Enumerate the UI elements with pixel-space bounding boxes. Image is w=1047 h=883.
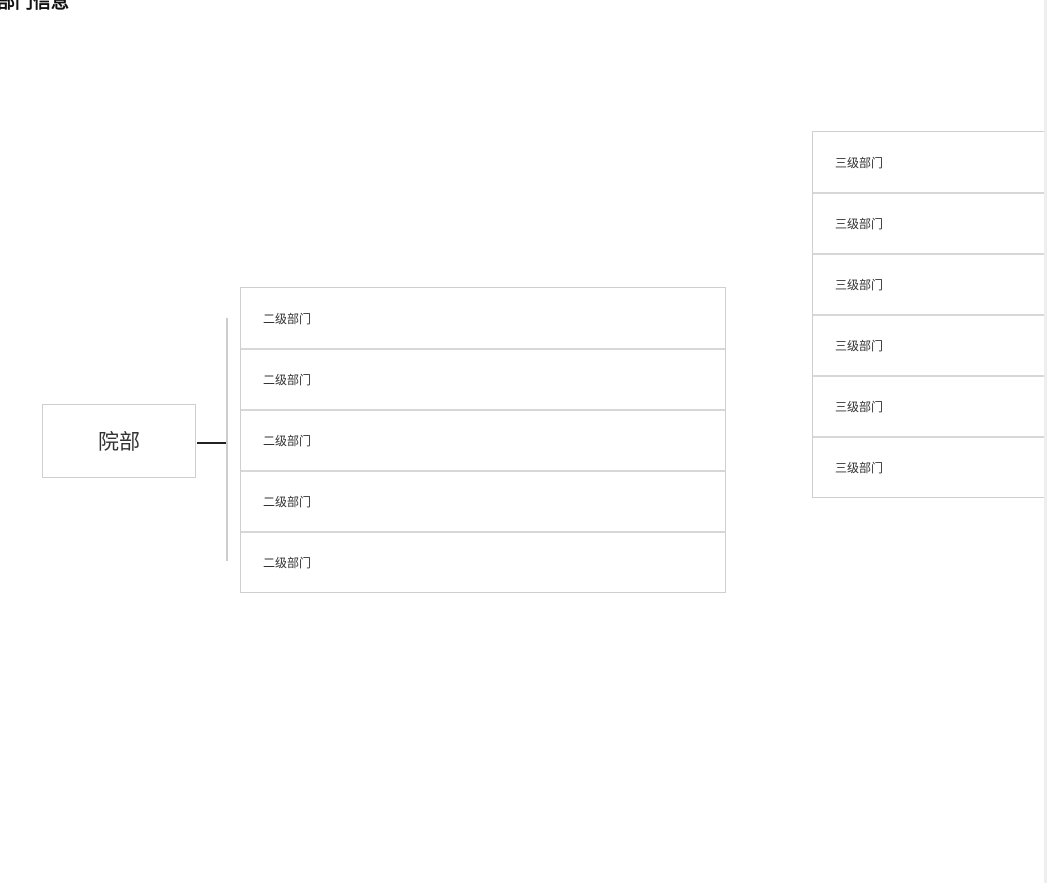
level3-department-item[interactable]: 三级部门	[813, 436, 1047, 497]
level3-department-label: 三级部门	[835, 461, 884, 475]
level2-department-item[interactable]: 二级部门	[241, 288, 725, 348]
level2-department-item[interactable]: 二级部门	[241, 348, 725, 409]
root-department-node[interactable]: 院部	[42, 404, 196, 478]
level3-department-item[interactable]: 三级部门	[813, 253, 1047, 314]
root-department-label: 院部	[98, 430, 140, 454]
level3-department-label: 三级部门	[835, 155, 884, 170]
level2-department-item[interactable]: 二级部门	[241, 409, 725, 470]
page-title: 部门信息	[0, 0, 69, 13]
level3-department-item[interactable]: 三级部门	[813, 192, 1047, 253]
level2-department-label: 二级部门	[263, 311, 312, 326]
level3-department-list: 三级部门 三级部门 三级部门 三级部门 三级部门 三级部门	[812, 131, 1047, 498]
level3-department-item[interactable]: 三级部门	[813, 375, 1047, 436]
level3-department-item[interactable]: 三级部门	[813, 314, 1047, 375]
level2-department-label: 二级部门	[263, 495, 312, 509]
level2-department-item[interactable]: 二级部门	[241, 470, 725, 531]
root-connector-line	[197, 442, 227, 444]
level2-department-label: 二级部门	[263, 556, 312, 570]
right-scroll-strip	[1044, 0, 1047, 883]
level2-department-label: 二级部门	[263, 373, 312, 387]
level3-department-item[interactable]: 三级部门	[813, 132, 1047, 192]
level3-department-label: 三级部门	[835, 400, 884, 414]
level3-department-label: 三级部门	[835, 339, 884, 353]
level2-department-item[interactable]: 二级部门	[241, 531, 725, 592]
level2-department-label: 二级部门	[263, 434, 312, 448]
level3-department-label: 三级部门	[835, 278, 884, 292]
level2-department-list: 二级部门 二级部门 二级部门 二级部门 二级部门	[240, 287, 726, 593]
level3-department-label: 三级部门	[835, 217, 884, 231]
level2-bracket-line	[226, 318, 228, 561]
